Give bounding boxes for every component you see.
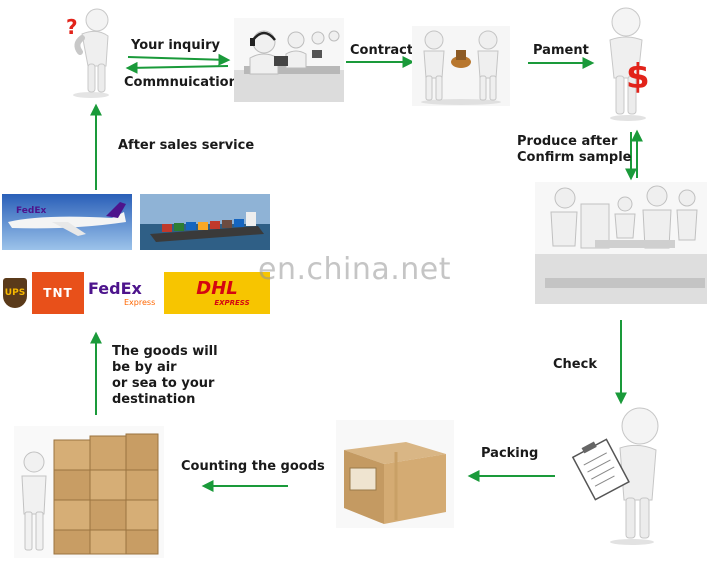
counting-goods-image <box>14 426 164 558</box>
label-check: Check <box>553 357 597 372</box>
clipboard-icon <box>571 438 630 501</box>
contract-figures <box>412 26 510 106</box>
production-office-image <box>535 182 707 304</box>
label-packing: Packing <box>481 446 539 461</box>
svg-text:?: ? <box>66 15 78 39</box>
label-contract: Contract <box>350 43 414 58</box>
label-shipping: The goods will be by air or sea to your … <box>112 344 218 407</box>
label-after-sales: After sales service <box>118 138 255 153</box>
label-your-inquiry: Your inquiry <box>131 38 220 53</box>
packing-box-image <box>336 420 454 528</box>
fedex-text: FedEx <box>88 278 142 298</box>
fedex-logo: FedEx Express <box>86 272 162 314</box>
ups-text: UPS <box>4 288 26 298</box>
dhl-logo: DHL EXPRESS <box>164 272 270 314</box>
payment-figure: $ <box>596 4 660 122</box>
airplane-photo: FedEx <box>2 194 132 250</box>
cargo-ship-photo <box>140 194 270 250</box>
plane-brand: FedEx <box>16 206 47 216</box>
call-center-image <box>234 18 344 102</box>
tnt-text: TNT <box>43 286 73 300</box>
dollar-sign-icon: $ <box>626 57 650 97</box>
svg-text:$: $ <box>626 57 650 97</box>
dhl-text: DHL <box>196 278 238 299</box>
label-produce: Produce after Confirm sample <box>517 134 632 165</box>
arrow-communication <box>125 61 229 74</box>
tnt-logo: TNT <box>32 272 84 314</box>
watermark: en.china.net <box>258 252 452 287</box>
headset-icon <box>250 31 276 46</box>
ups-logo: UPS <box>2 272 28 314</box>
inquiry-figure: ? <box>60 6 122 98</box>
dhl-sub: EXPRESS <box>214 299 250 307</box>
fedex-sub: Express <box>124 297 156 307</box>
label-payment: Pament <box>533 43 589 58</box>
label-communication: Commnuication <box>124 75 238 90</box>
check-figure <box>570 404 670 546</box>
label-counting: Counting the goods <box>181 459 325 474</box>
question-mark-icon: ? <box>66 15 78 39</box>
arrow-inquiry <box>127 53 231 66</box>
stamp-icon <box>451 50 471 68</box>
